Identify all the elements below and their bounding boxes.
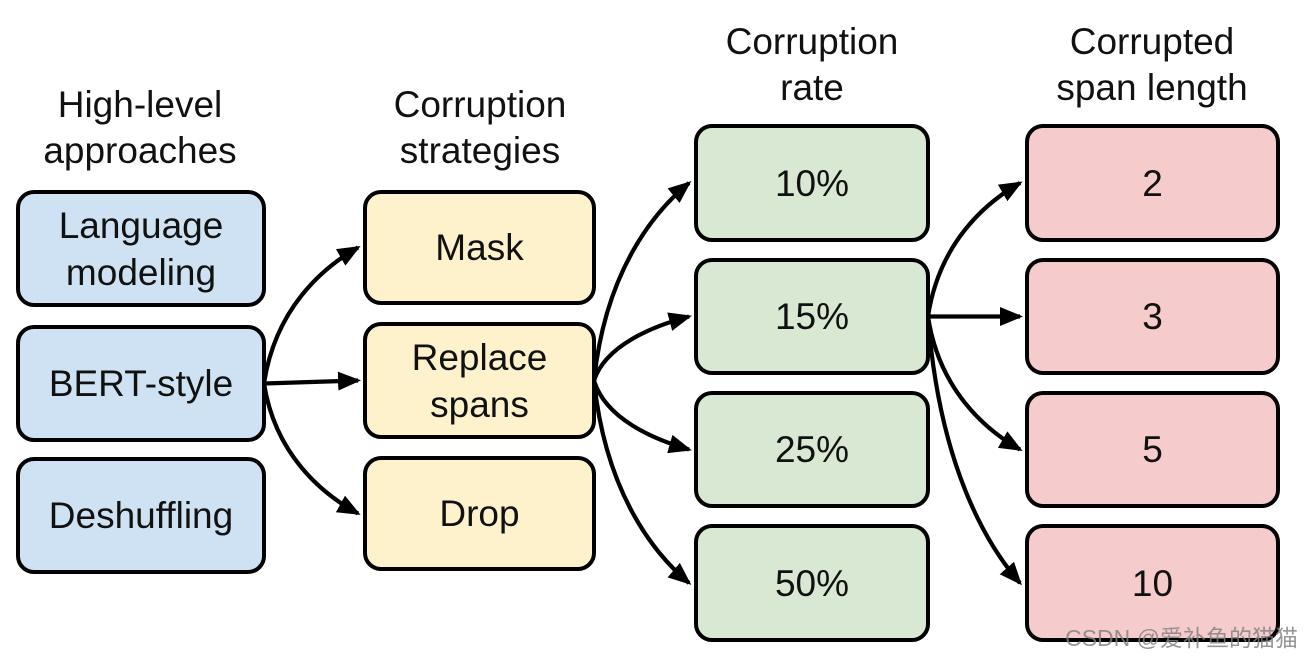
- node-len-10: 10: [1025, 524, 1280, 642]
- node-language-modeling: Language modeling: [16, 190, 266, 307]
- edge-bert-style-to-replace-spans: [263, 371, 361, 391]
- node-len-5: 5: [1025, 391, 1280, 508]
- node-label: Deshuffling: [48, 495, 234, 536]
- node-rate-10: 10%: [694, 124, 930, 242]
- column-header-line: Corruption: [393, 84, 567, 125]
- column-header-rate: Corruption rate: [726, 19, 899, 111]
- node-label: 25%: [774, 429, 850, 470]
- node-rate-15: 15%: [694, 258, 930, 375]
- edge-rate-15-to-len-2: [925, 181, 1023, 317]
- node-mask: Mask: [363, 190, 596, 305]
- column-header-strategies: Corruption strategies: [394, 82, 567, 174]
- edge-replace-spans-to-rate-25: [591, 379, 692, 454]
- watermark: CSDN @爱补鱼的猫猫: [1065, 625, 1298, 651]
- node-bert-style: BERT-style: [16, 325, 266, 442]
- node-label: 5: [1142, 429, 1163, 470]
- edge-rate-15-to-len-5: [925, 316, 1023, 452]
- node-label: 3: [1142, 296, 1163, 337]
- node-label: Replace spans: [411, 336, 548, 425]
- node-rate-25: 25%: [694, 391, 930, 508]
- node-deshuffling: Deshuffling: [16, 457, 266, 574]
- edge-replace-spans-to-rate-10: [591, 181, 692, 381]
- node-rate-50: 50%: [694, 524, 930, 642]
- column-header-line: span length: [1056, 67, 1248, 108]
- edge-bert-style-to-drop: [261, 383, 361, 516]
- column-header-line: approaches: [43, 130, 237, 171]
- column-header-line: Corruption: [725, 21, 899, 62]
- column-header-line: Corrupted: [1069, 21, 1235, 62]
- column-header-line: strategies: [399, 130, 561, 171]
- node-label: 2: [1142, 162, 1163, 204]
- node-label: 10%: [774, 162, 850, 204]
- node-len-3: 3: [1025, 258, 1280, 375]
- node-label: Mask: [435, 227, 524, 268]
- edge-replace-spans-to-rate-15: [592, 312, 692, 382]
- node-label: Language modeling: [58, 204, 224, 293]
- node-drop: Drop: [363, 456, 596, 571]
- column-header-approaches: High-level approaches: [43, 82, 236, 174]
- node-label: 10: [1131, 562, 1174, 604]
- edge-rate-15-to-len-10: [925, 316, 1022, 586]
- edge-bert-style-to-mask: [261, 245, 361, 384]
- node-len-2: 2: [1025, 124, 1280, 242]
- column-header-line: rate: [780, 67, 844, 108]
- edge-replace-spans-to-rate-50: [591, 380, 692, 585]
- node-label: Drop: [439, 493, 520, 534]
- node-label: 15%: [774, 296, 850, 337]
- node-label: BERT-style: [48, 363, 234, 404]
- node-label: 50%: [774, 562, 850, 604]
- column-header-line: High-level: [57, 84, 223, 125]
- node-replace-spans: Replace spans: [363, 322, 596, 439]
- column-header-span-length: Corrupted span length: [1056, 19, 1247, 111]
